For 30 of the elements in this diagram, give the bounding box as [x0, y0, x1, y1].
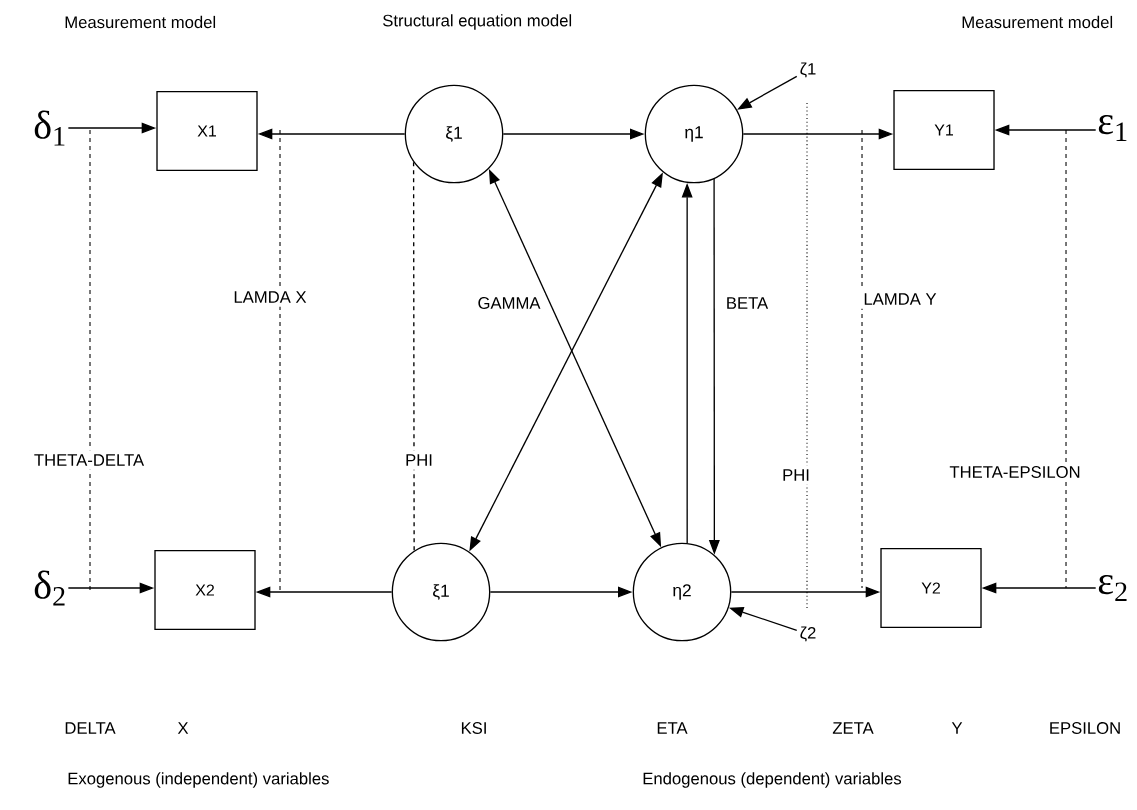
- symbol-name: EPSILON: [1050, 722, 1120, 734]
- symbol-name: KSI: [461, 722, 486, 734]
- parameter-label: THETA-DELTA: [29, 450, 149, 470]
- error-term-symbol: ε$_{2}$: [1098, 575, 1127, 601]
- edge-label: PHI: [401, 450, 437, 470]
- disturbance-symbol: ζ1: [800, 62, 816, 78]
- parameter-label: LAMDA Y: [859, 289, 941, 309]
- parameter-label: LAMDA X: [229, 287, 311, 307]
- error-term-symbol: ε$_{1}$: [1098, 115, 1127, 141]
- symbol-name: ETA: [657, 722, 688, 734]
- heading: Measurement model: [962, 15, 1113, 29]
- edge-label: GAMMA: [473, 293, 545, 313]
- heading: Structural equation model: [383, 14, 572, 30]
- edge-label: BETA: [721, 293, 773, 313]
- observed-variable-box: Y1: [893, 90, 995, 170]
- footer-label: Endogenous (dependent) variables: [643, 772, 902, 788]
- footer-label: Exogenous (independent) variables: [68, 772, 329, 788]
- parameter-label: THETA-EPSILON: [945, 462, 1085, 482]
- symbol-name: DELTA: [65, 722, 116, 734]
- observed-variable-box: X2: [154, 550, 256, 630]
- symbol-name: X: [177, 722, 189, 734]
- parameter-label: PHI: [778, 465, 814, 485]
- error-term-symbol: δ$_{1}$: [34, 110, 65, 146]
- symbol-name: Y: [951, 722, 963, 734]
- observed-variable-box: Y2: [880, 548, 982, 628]
- observed-variable-box: X1: [156, 91, 258, 171]
- symbol-name: ZETA: [832, 722, 874, 734]
- heading: Measurement model: [65, 15, 216, 29]
- disturbance-symbol: ζ2: [800, 626, 816, 642]
- error-term-symbol: δ$_{2}$: [34, 570, 65, 606]
